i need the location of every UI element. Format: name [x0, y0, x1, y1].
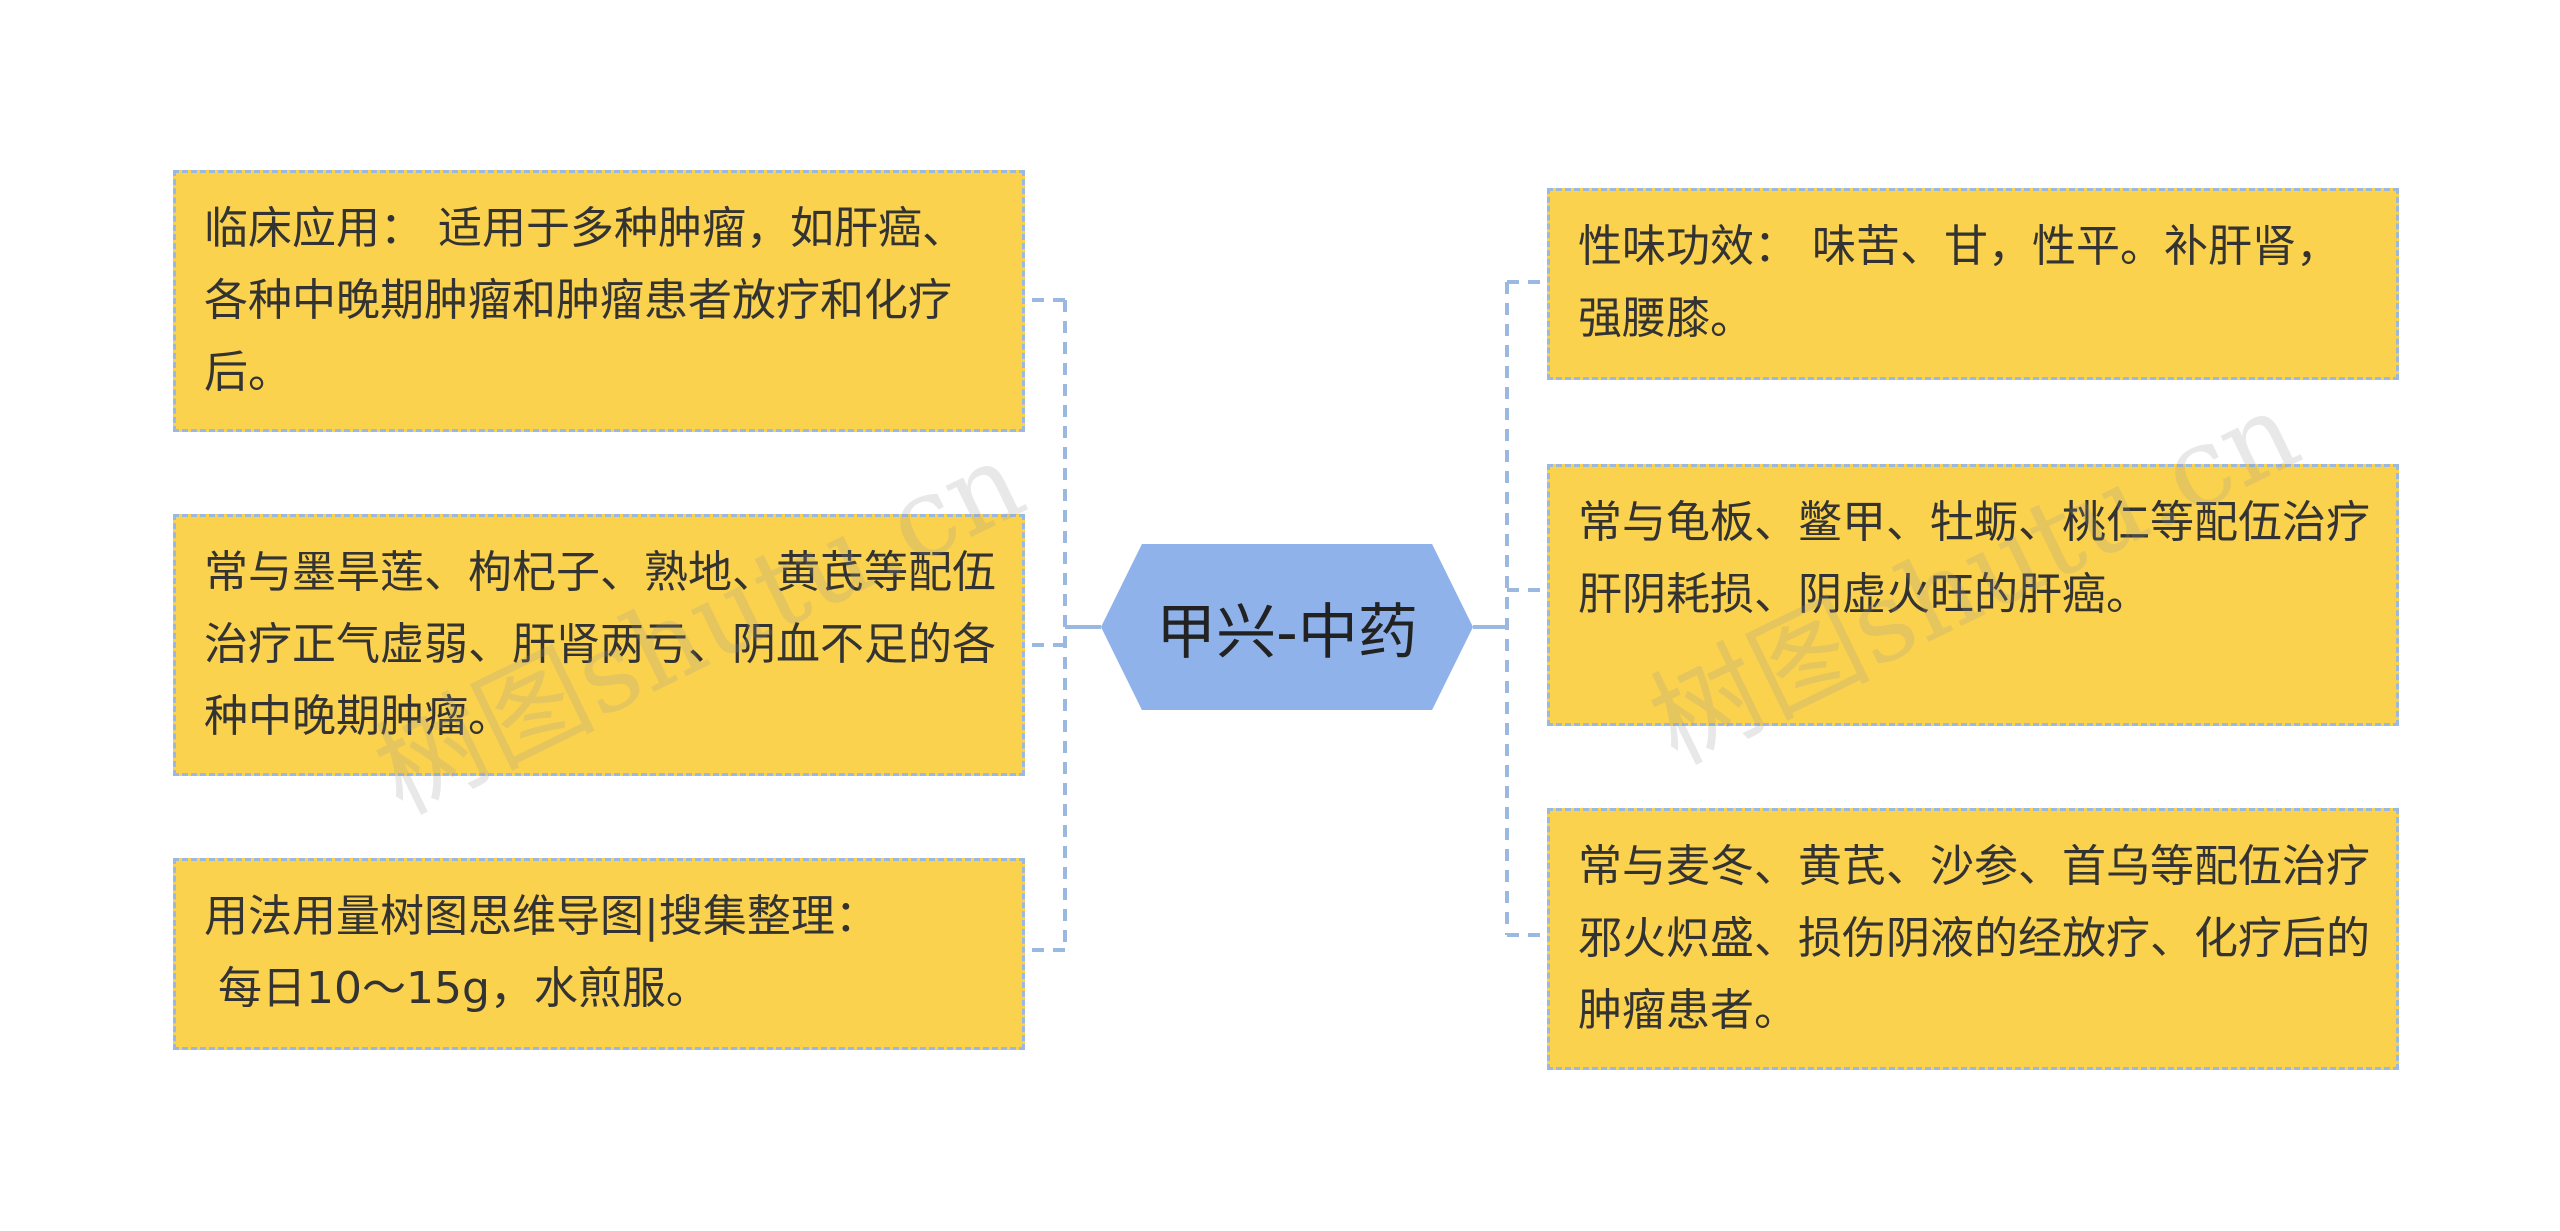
node-combination-deficiency[interactable]: 常与墨旱莲、枸杞子、熟地、黄芪等配伍治疗正气虚弱、肝肾两亏、阴血不足的各种中晚期…: [173, 514, 1025, 776]
center-topic-label: 甲兴-中药: [1156, 597, 1418, 668]
node-dosage[interactable]: 用法用量树图思维导图|搜集整理： 每日10～15g，水煎服。: [173, 858, 1025, 1050]
node-combination-radiotherapy[interactable]: 常与麦冬、黄芪、沙参、首乌等配伍治疗邪火炽盛、损伤阴液的经放疗、化疗后的肿瘤患者…: [1547, 808, 2399, 1070]
node-clinical-use[interactable]: 临床应用： 适用于多种肿瘤，如肝癌、各种中晚期肿瘤和肿瘤患者放疗和化疗后。: [173, 170, 1025, 432]
node-properties-effects[interactable]: 性味功效： 味苦、甘，性平。补肝肾，强腰膝。: [1547, 188, 2399, 380]
node-combination-liver-cancer[interactable]: 常与龟板、鳖甲、牡蛎、桃仁等配伍治疗肝阴耗损、阴虚火旺的肝癌。: [1547, 464, 2399, 726]
center-topic-node[interactable]: 甲兴-中药: [1101, 544, 1473, 710]
